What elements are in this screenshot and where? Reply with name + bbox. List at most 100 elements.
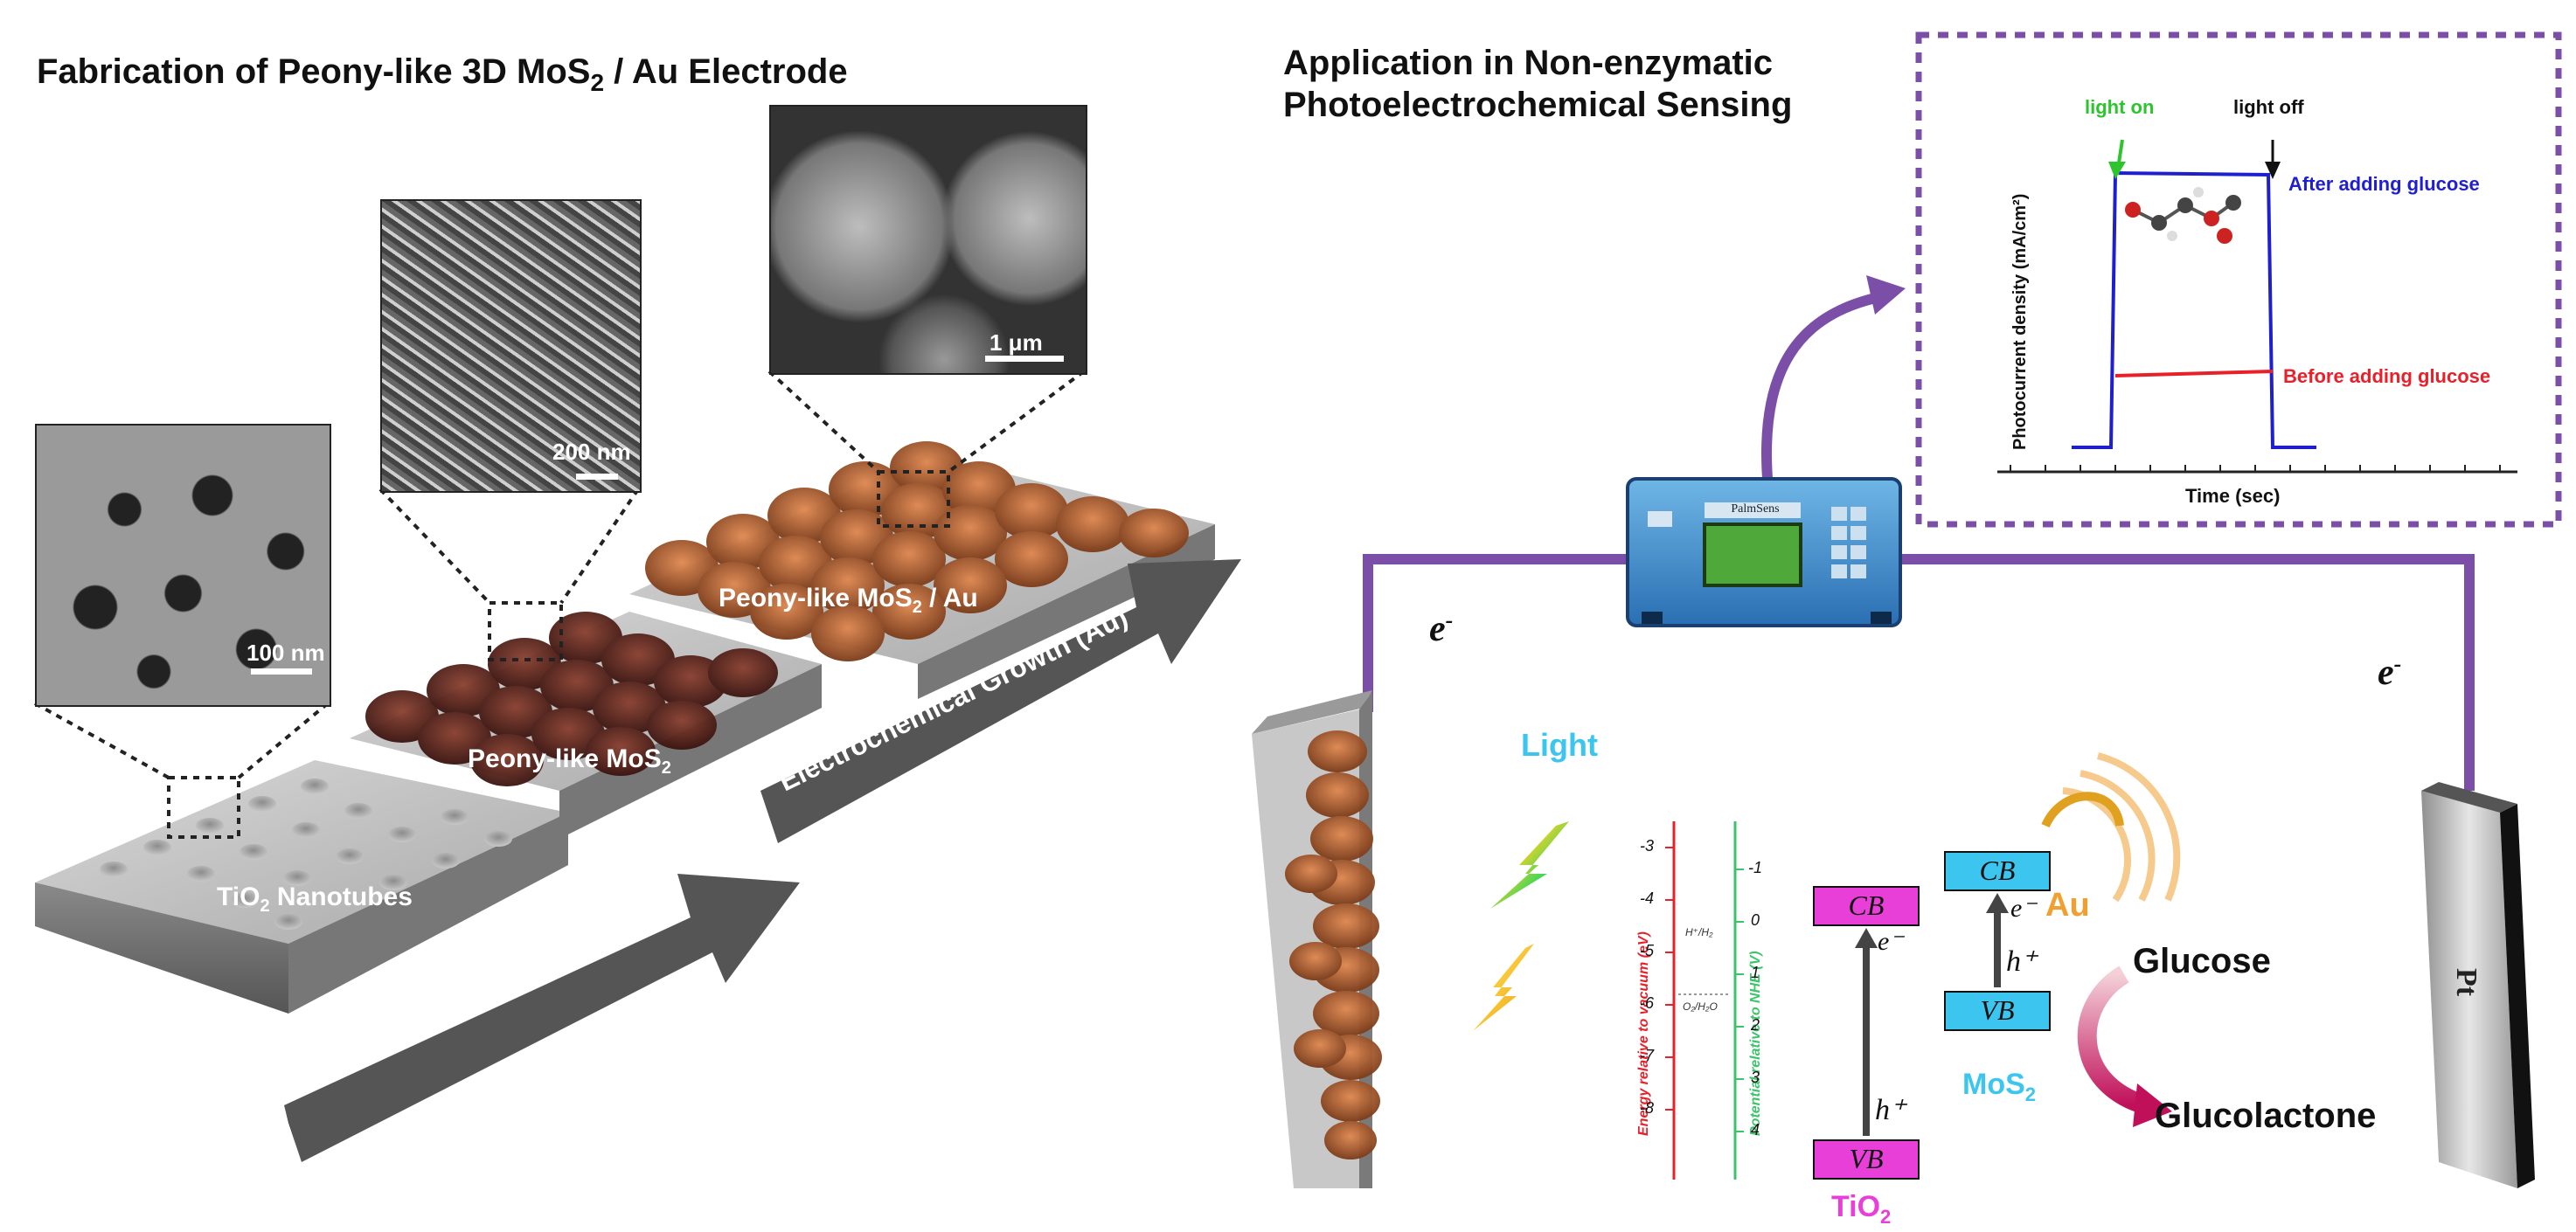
circuit-wires <box>1363 292 2475 791</box>
graph-x-label: Time (sec) <box>2185 485 2281 507</box>
scale-label: 1 μm <box>989 329 1043 356</box>
glucose-molecule-icon <box>2125 187 2241 244</box>
electron-sup: - <box>2393 651 2402 676</box>
fabrication-title-end: / Au Electrode <box>604 52 848 91</box>
left-tick: -8 <box>1640 1099 1655 1117</box>
scale-bar <box>985 356 1064 362</box>
stage1-label: TiO2 Nanotubes <box>217 882 413 917</box>
fabrication-title-subscript: 2 <box>590 69 605 96</box>
photocurrent-graph <box>1997 139 2517 474</box>
mos2-electron-label: e⁻ <box>2010 894 2037 923</box>
before-glucose-label: Before adding glucose <box>2283 365 2491 387</box>
tio2-text: TiO <box>1831 1190 1881 1223</box>
glucolactone-label: Glucolactone <box>2155 1097 2377 1135</box>
light-off-label: light off <box>2233 96 2304 118</box>
left-tick: -4 <box>1640 889 1655 907</box>
graph-y-label: Photocurrent density (mA/cm²) <box>2010 193 2030 450</box>
tio2-vb-box <box>1813 1139 1920 1180</box>
before-glucose-curve <box>2114 370 2274 377</box>
application-title-line2: Photoelectrochemical Sensing <box>1283 86 1793 124</box>
stage3-label: Peony-like MoS2 / Au <box>719 584 978 618</box>
stage1-sub: 2 <box>260 896 270 916</box>
graph-frame <box>1915 31 2562 528</box>
fabrication-title: Fabrication of Peony-like 3D MoS2 / Au E… <box>37 51 848 104</box>
callout-lines <box>34 370 1086 839</box>
tio2-label: TiO2 <box>1831 1190 1891 1229</box>
after-glucose-label: After adding glucose <box>2288 173 2480 195</box>
electron-sup: - <box>1445 607 1454 633</box>
electrochemical-arrow <box>760 559 1241 843</box>
right-tick: -1 <box>1748 859 1763 876</box>
photoanode <box>1252 690 1382 1188</box>
light-bolt-yellow-icon <box>1473 944 1534 1031</box>
electron-text: e <box>2378 653 2394 693</box>
scale-bar <box>251 668 312 675</box>
sem-image-mos2-au: 1 μm <box>769 105 1087 375</box>
left-tick: -3 <box>1640 837 1655 855</box>
tio2-cb-box <box>1813 886 1920 926</box>
tio2-sub: 2 <box>1880 1205 1892 1228</box>
right-tick: 3 <box>1751 1069 1760 1086</box>
scale-bar <box>576 474 618 480</box>
mos2-vb-label: VB <box>1980 994 2015 1026</box>
au-particle-icon <box>2041 792 2124 828</box>
light-label: Light <box>1521 727 1598 763</box>
light-bolt-rainbow-icon <box>1490 821 1569 909</box>
electron-label-left: e- <box>1429 607 1453 650</box>
tio2-platform <box>35 760 568 1014</box>
stage3-text: Peony-like MoS <box>719 584 913 613</box>
au-label: Au <box>2045 887 2090 924</box>
left-tick: -5 <box>1640 942 1655 959</box>
pt-electrode <box>2421 782 2535 1188</box>
mos2-sub: 2 <box>2024 1083 2037 1105</box>
left-tick: -7 <box>1640 1047 1655 1064</box>
sensing-illustration <box>1252 31 2562 1188</box>
tio2-vb-label: VB <box>1849 1143 1884 1174</box>
left-tick: -6 <box>1640 994 1655 1012</box>
electron-text: e <box>1429 609 1446 649</box>
scale-label: 100 nm <box>246 640 325 666</box>
application-title-line1: Application in Non-enzymatic <box>1283 44 1774 82</box>
stage3-sub: 2 <box>912 598 922 617</box>
right-tick: 0 <box>1751 911 1760 929</box>
mos2-cb-box <box>1944 851 2051 891</box>
right-tick: 4 <box>1751 1121 1760 1139</box>
mos2-text: MoS <box>1962 1068 2025 1101</box>
curved-arrow-head <box>1866 275 1906 315</box>
device-brand: PalmSens <box>1731 502 1780 516</box>
pt-label: Pt <box>2450 967 2483 997</box>
stage2-sub: 2 <box>661 758 671 778</box>
au-glow-icon <box>2062 752 2181 903</box>
sem-image-tio2: 100 nm <box>35 424 331 707</box>
mos2-au-platform <box>629 441 1215 699</box>
oxidation-arrow <box>2077 966 2149 1115</box>
right-tick: 2 <box>1751 1016 1760 1034</box>
glucose-label: Glucose <box>2133 942 2271 980</box>
electron-label-right: e- <box>2378 651 2401 694</box>
band-diagram-axes <box>1665 821 1744 1180</box>
h2-level-label: H⁺/H₂ <box>1685 926 1713 938</box>
mos2-hole-label: h⁺ <box>2006 945 2037 978</box>
stage2-label: Peony-like MoS2 <box>468 744 671 779</box>
scale-label: 200 nm <box>552 439 631 465</box>
mos2-cb-label: CB <box>1979 855 2016 886</box>
right-tick: 1 <box>1751 964 1760 981</box>
stage2-text: Peony-like MoS <box>468 744 662 773</box>
stage1-text: TiO <box>217 882 260 911</box>
sem-image-mos2: 200 nm <box>380 199 642 493</box>
fabrication-title-text: Fabrication of Peony-like 3D MoS <box>37 52 591 91</box>
hydrothermal-arrow <box>284 874 800 1175</box>
mos2-vb-box <box>1944 991 2051 1031</box>
fabrication-illustration <box>34 370 1241 1175</box>
mos2-platform <box>350 612 822 839</box>
stage1-end: Nanotubes <box>269 882 413 911</box>
light-on-label: light on <box>2085 96 2155 118</box>
after-glucose-curve <box>2072 170 2316 449</box>
mos2-label: MoS2 <box>1962 1068 2036 1106</box>
potentiostat-device <box>1626 477 1902 627</box>
o2-level-label: O₂/H₂O <box>1683 1000 1718 1013</box>
tio2-hole-label: h⁺ <box>1875 1094 1906 1126</box>
tio2-electron-label: e⁻ <box>1878 927 1904 956</box>
stage3-end: / Au <box>921 584 978 613</box>
